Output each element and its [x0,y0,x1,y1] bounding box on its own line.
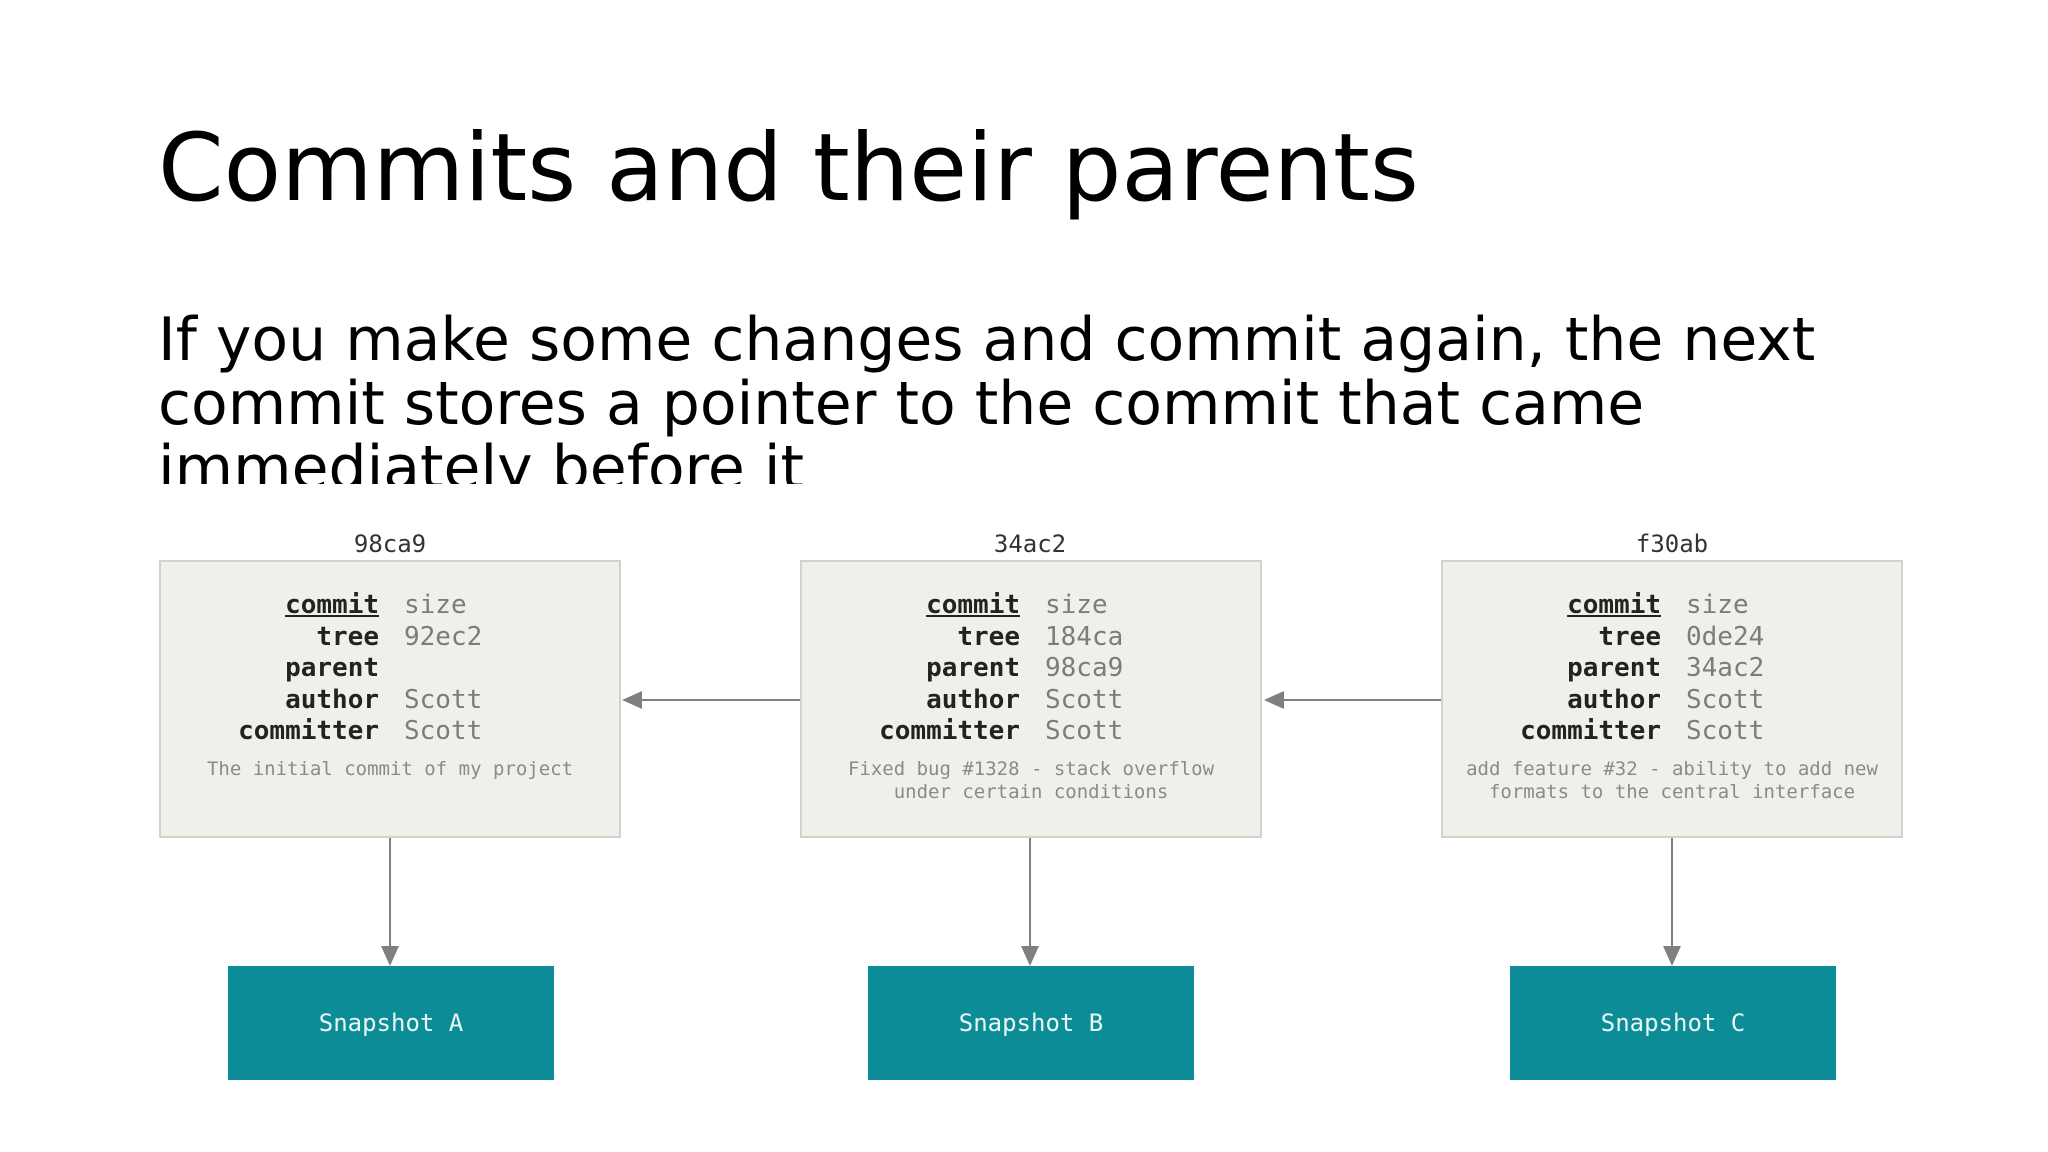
arrowhead [622,691,642,709]
field-value: 184ca [1045,621,1124,652]
commit-message-line: formats to the central interface [1488,781,1856,803]
field-key: tree [957,621,1020,652]
arrowhead [1663,946,1681,966]
field-key: commit [1567,590,1661,620]
commit-message-line: under certain conditions [893,781,1169,803]
field-value: Scott [404,716,483,746]
arrowhead [1264,691,1284,709]
body-line: commit stores a pointer to the commit th… [158,369,1645,439]
field-value: 92ec2 [404,621,483,652]
field-value: 0de24 [1686,621,1765,652]
field-key: commit [926,590,1020,620]
snapshot-box: Snapshot C [1510,966,1836,1080]
slide-title: Commits and their parents [158,114,1419,223]
commit-hash: 34ac2 [993,530,1067,558]
field-key: tree [316,621,379,652]
commit-hash: f30ab [1635,530,1709,558]
field-key: committer [879,716,1020,746]
commit-message-line: add feature #32 - ability to add new [1466,758,1878,780]
field-key: author [285,684,379,715]
snapshot-box: Snapshot B [868,966,1194,1080]
field-key: committer [1520,716,1661,746]
field-value: size [404,590,467,620]
commit-message: Fixed bug #1328 - stack overflow under c… [802,758,1260,804]
body-line: immediately before it [158,433,805,484]
field-value: size [1045,590,1108,620]
field-key: author [926,684,1020,715]
arrowhead [381,946,399,966]
field-key: parent [1567,653,1661,683]
commit-hash: 98ca9 [353,530,427,558]
field-value: Scott [404,684,483,715]
commit-message: The initial commit of my project [161,758,619,781]
field-value: 34ac2 [1686,653,1765,683]
field-key: author [1567,684,1661,715]
field-value: Scott [1045,716,1124,746]
field-value: Scott [1686,684,1765,715]
field-value: Scott [1045,684,1124,715]
field-key: commit [285,590,379,620]
field-value: 98ca9 [1045,653,1124,683]
commit-message: add feature #32 - ability to add new for… [1443,758,1901,804]
commit-message-line: Fixed bug #1328 - stack overflow [847,758,1215,780]
snapshot-box: Snapshot A [228,966,554,1080]
field-key: tree [1598,621,1661,652]
field-key: parent [285,653,379,683]
field-key: committer [238,716,379,746]
field-value: size [1686,590,1749,620]
slide-body-text: If you make some changes and commit agai… [158,308,1938,484]
commit-message-line: The initial commit of my project [206,758,574,780]
arrowhead [1021,946,1039,966]
body-line: If you make some changes and commit agai… [158,308,1816,375]
field-key: parent [926,653,1020,683]
field-value: Scott [1686,716,1765,746]
